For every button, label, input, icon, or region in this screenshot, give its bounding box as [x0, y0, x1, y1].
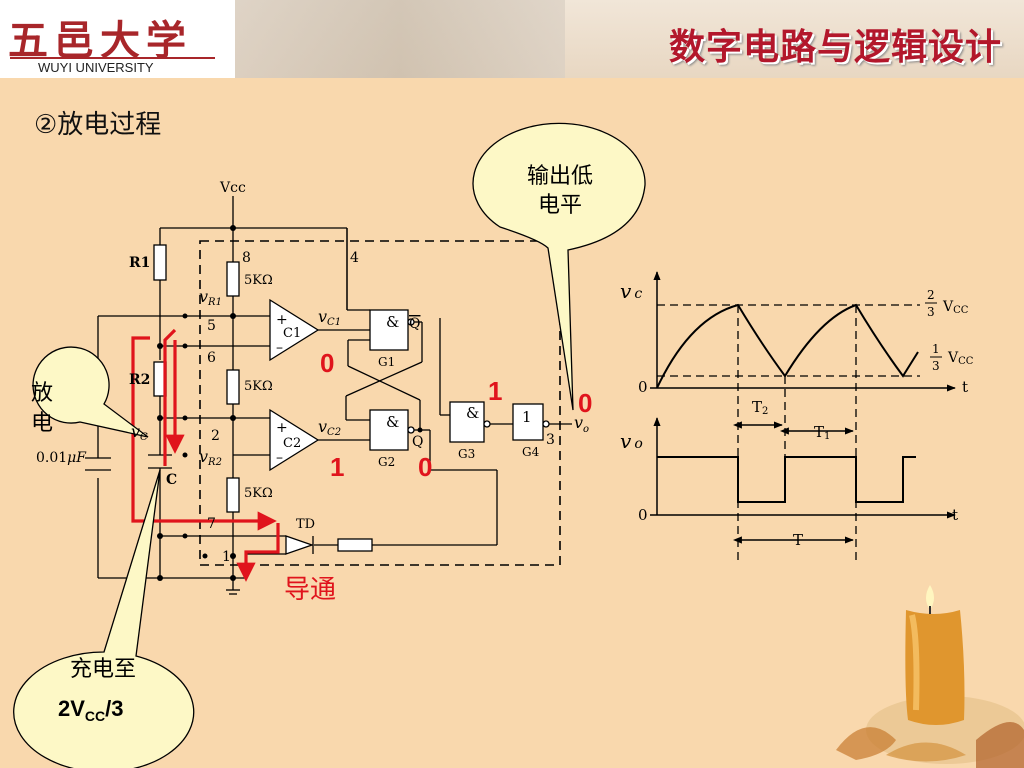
waveform-vo	[650, 417, 956, 519]
g4-label: G4	[522, 445, 540, 459]
circuit-wires	[85, 196, 572, 595]
logic-vo-out: 0	[578, 388, 592, 418]
res-top-value: 5KΩ	[244, 273, 273, 288]
resistor-5k-top	[226, 261, 240, 297]
pin6-label: 6	[207, 350, 216, 366]
pin1-label: 1	[222, 549, 231, 565]
q-bar-label: Q	[409, 316, 420, 332]
r2-label: R2	[129, 372, 150, 388]
t1-label: T1	[814, 423, 830, 442]
resistor-5k-bottom	[226, 477, 240, 513]
c2-minus: –	[276, 450, 283, 466]
two-thirds-vcc: VCC	[942, 299, 969, 316]
td-label: TD	[296, 517, 315, 532]
dashed-555-boundary	[199, 240, 561, 566]
logic-state-labels: 0 1 0 1 0	[320, 348, 592, 482]
waveform-dimension-arrows	[732, 421, 854, 544]
v-c-label: vC	[131, 422, 148, 443]
vc-t-axis-label: t	[962, 378, 968, 396]
callout-bubbles	[13, 122, 646, 768]
logo-divider	[10, 57, 215, 59]
two-thirds-den: 3	[927, 305, 935, 319]
pin2-label: 2	[211, 428, 220, 444]
section-title: ②放电过程	[34, 110, 162, 140]
callout-charge-2: 2VCC/3	[58, 696, 124, 724]
g1-and-symbol: &	[386, 313, 399, 331]
logo-chinese-text: 五邑大学	[8, 17, 192, 64]
logo-english-text: WUYI UNIVERSITY	[38, 60, 154, 75]
course-title: 数字电路与逻辑设计	[668, 27, 1002, 68]
callout-output-low-1: 输出低	[527, 164, 593, 189]
resistor-5k-mid	[226, 369, 240, 405]
university-logo: 五邑大学 WUYI UNIVERSITY	[0, 0, 235, 78]
logic-c2-out: 1	[330, 452, 344, 482]
g3-and-symbol: &	[466, 404, 479, 422]
pin5-label: 5	[207, 318, 216, 334]
resistors	[153, 244, 240, 513]
res-bottom-value: 5KΩ	[244, 486, 273, 501]
campus-building-image	[235, 0, 565, 78]
circuit-labels: Vcc R1 R2 C 0.01μF 8 4 5 6 2 7 1 3 5KΩ 5…	[36, 180, 589, 565]
c2-plus: +	[276, 420, 288, 436]
decorative-candle-image	[836, 585, 1024, 768]
c1-minus: –	[276, 340, 283, 356]
vc-zero-label: 0	[638, 378, 648, 396]
cap-value-label: 0.01μF	[36, 450, 87, 466]
pin4-label: 4	[350, 250, 359, 266]
t2-label: T2	[752, 398, 768, 417]
g1-label: G1	[378, 355, 395, 369]
v-c1-label: vC1	[318, 307, 341, 328]
comparator-c2-label: C2	[283, 436, 301, 451]
logic-g3-out: 1	[488, 376, 502, 406]
v-r1-label: vR1	[199, 287, 222, 308]
pin7-label: 7	[207, 516, 216, 532]
callout-discharge-1: 放	[31, 381, 53, 406]
q-label: Q	[412, 434, 423, 450]
g3-label: G3	[458, 447, 475, 461]
g2-and-symbol: &	[386, 413, 399, 431]
r1-label: R1	[129, 255, 150, 271]
waveform-guides	[737, 305, 857, 560]
vcc-label: Vcc	[219, 180, 246, 196]
pin3-label: 3	[546, 432, 555, 448]
one-third-vcc: VCC	[947, 350, 974, 367]
res-mid-value: 5KΩ	[244, 379, 273, 394]
conduct-label: 导通	[284, 575, 336, 605]
two-thirds-num: 2	[927, 288, 935, 302]
g4-not-symbol: 1	[522, 408, 532, 426]
callout-charge-1: 充电至	[70, 657, 136, 682]
slide-header: 五邑大学 WUYI UNIVERSITY 数字电路与逻辑设计	[0, 0, 1024, 78]
logic-c1-out: 0	[320, 348, 334, 378]
c1-plus: +	[276, 312, 288, 328]
c-label: C	[166, 472, 177, 488]
callout-output-low-2: 电平	[538, 193, 582, 218]
v-r2-label: vR2	[199, 447, 222, 468]
one-third-num: 1	[932, 342, 940, 356]
waveform-vc	[650, 271, 956, 392]
callout-discharge-2: 电	[31, 411, 53, 436]
v-o-label: vo	[574, 413, 589, 435]
callout-texts: 输出低 电平 放 电 充电至 2VCC/3 导通	[31, 164, 593, 724]
vo-t-axis-label: t	[952, 506, 958, 524]
junction-dots	[157, 225, 423, 581]
pin8-label: 8	[242, 250, 251, 266]
v-c2-label: vC2	[318, 417, 341, 438]
one-third-den: 3	[932, 359, 940, 373]
g2-label: G2	[378, 455, 395, 469]
logic-q-out: 0	[418, 452, 432, 482]
vo-zero-label: 0	[638, 506, 648, 524]
resistor-r1	[153, 244, 167, 281]
comparator-c1-label: C1	[283, 326, 301, 341]
period-label: T	[793, 531, 803, 549]
